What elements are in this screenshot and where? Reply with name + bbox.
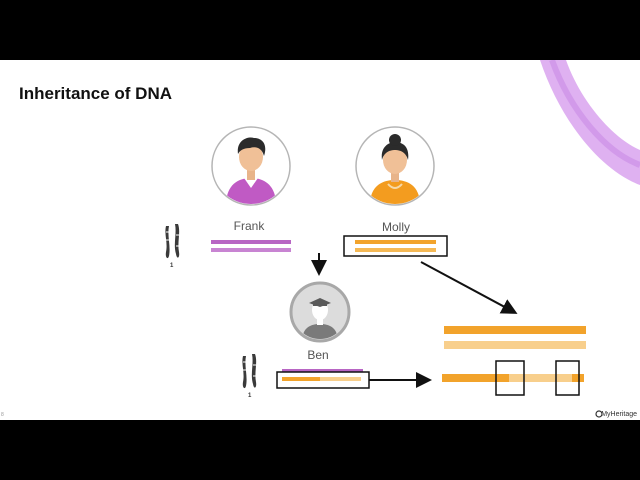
frank-label: Frank <box>233 219 265 233</box>
frank-chromosome-pair <box>211 240 291 252</box>
ben-label: Ben <box>307 348 329 362</box>
page-number: 8 <box>1 412 4 418</box>
recombined-chromosome <box>442 360 584 396</box>
decor-arc <box>540 60 640 185</box>
brand-name: MyHeritage <box>601 411 637 418</box>
inheritance-diagram <box>165 60 640 418</box>
ben-chromosome-pair <box>276 369 370 389</box>
ben-avatar-icon <box>289 281 351 343</box>
myheritage-logo-icon <box>595 410 603 418</box>
slide-title: Inheritance of DNA <box>19 84 173 103</box>
molly-chromosome-pair <box>343 235 448 257</box>
molly-avatar-icon <box>355 126 435 206</box>
chromosome-icon-child <box>242 354 257 389</box>
molly-label: Molly <box>381 220 410 234</box>
chromosome-number: 1 <box>170 263 174 269</box>
slide: Inheritance of DNA Frank Molly Ben 1 1 M… <box>0 60 640 420</box>
chromosome-number-child: 1 <box>248 393 252 399</box>
molly-copies-detail <box>444 326 586 349</box>
chromosome-icon <box>165 224 180 259</box>
frank-avatar-icon <box>211 126 291 206</box>
arrow-molly-to-detail <box>420 261 518 314</box>
